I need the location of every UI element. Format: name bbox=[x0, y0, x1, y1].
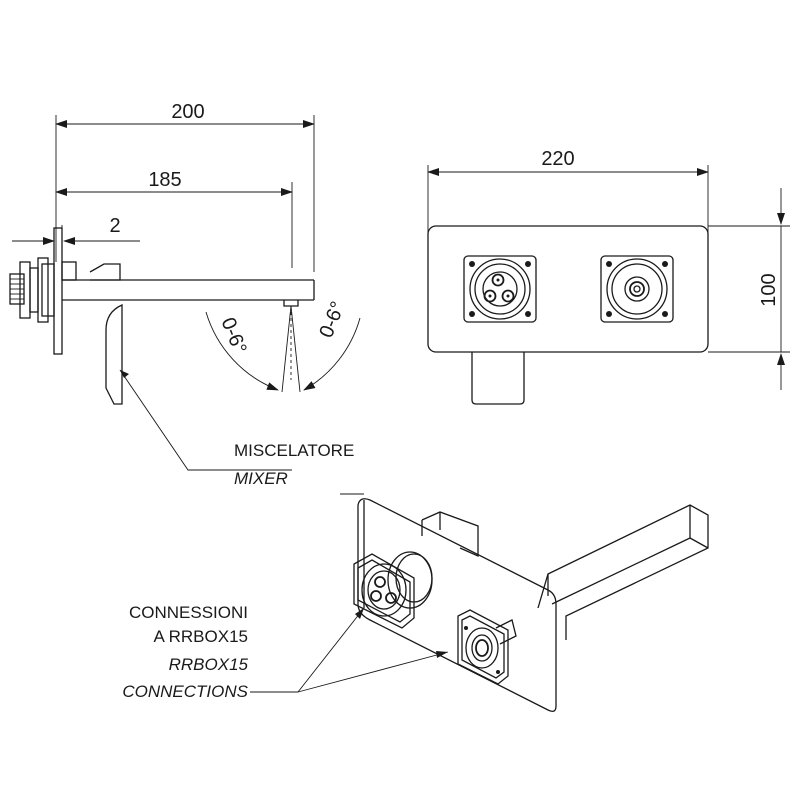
dim-plate-thickness: 2 bbox=[12, 215, 140, 245]
dim-plate-thickness-label: 2 bbox=[109, 215, 120, 237]
iso-back-box bbox=[421, 511, 479, 558]
dim-plate-height: 100 bbox=[758, 188, 785, 390]
lever-handle-side bbox=[105, 304, 123, 405]
mixer-body-side bbox=[61, 261, 121, 281]
iso-spout bbox=[537, 504, 709, 640]
connections-callout: CONNESSIONI A RRBOX15 RRBOX15 CONNECTION… bbox=[122, 603, 449, 701]
wall-plate-front bbox=[427, 225, 709, 353]
dim-overall-length: 200 bbox=[55, 101, 315, 128]
recessed-box-front bbox=[471, 352, 525, 405]
connections-label-it-2: A RRBOX15 bbox=[154, 627, 249, 646]
connections-label-it-1: CONNESSIONI bbox=[129, 603, 248, 622]
dim-plate-width: 220 bbox=[427, 148, 709, 176]
front-view: 220 100 bbox=[427, 148, 790, 405]
mixer-label-it: MISCELATORE bbox=[234, 441, 354, 460]
iso-left-connection bbox=[353, 551, 433, 629]
side-view: 200 185 2 bbox=[9, 101, 361, 405]
angle-right-label: 0-6° bbox=[315, 299, 349, 341]
iso-right-connection bbox=[457, 609, 517, 685]
angle-left-label: 0-6° bbox=[216, 315, 250, 357]
dim-spout-reach: 185 bbox=[55, 169, 293, 196]
dim-overall-length-label: 200 bbox=[171, 101, 204, 123]
angle-arc-left: 0-6° bbox=[205, 311, 279, 391]
left-connection-front bbox=[463, 255, 537, 323]
angle-arc-right: 0-6° bbox=[303, 299, 361, 391]
dim-plate-width-label: 220 bbox=[541, 148, 574, 170]
mixer-callout: MISCELATORE MIXER bbox=[119, 369, 354, 488]
wall-plate-side bbox=[53, 227, 63, 355]
dim-spout-reach-label: 185 bbox=[148, 169, 181, 191]
isometric-view bbox=[340, 493, 709, 712]
threaded-connector bbox=[9, 257, 55, 323]
water-jet-lines bbox=[281, 305, 301, 393]
mixer-label-en: MIXER bbox=[234, 469, 288, 488]
dim-plate-height-label: 100 bbox=[758, 273, 780, 306]
right-connection-front bbox=[600, 255, 674, 323]
connections-label-en-1: RRBOX15 bbox=[169, 655, 249, 674]
spout-side bbox=[62, 279, 315, 307]
iso-wall-plate bbox=[357, 498, 557, 712]
connections-label-en-2: CONNECTIONS bbox=[122, 682, 248, 701]
